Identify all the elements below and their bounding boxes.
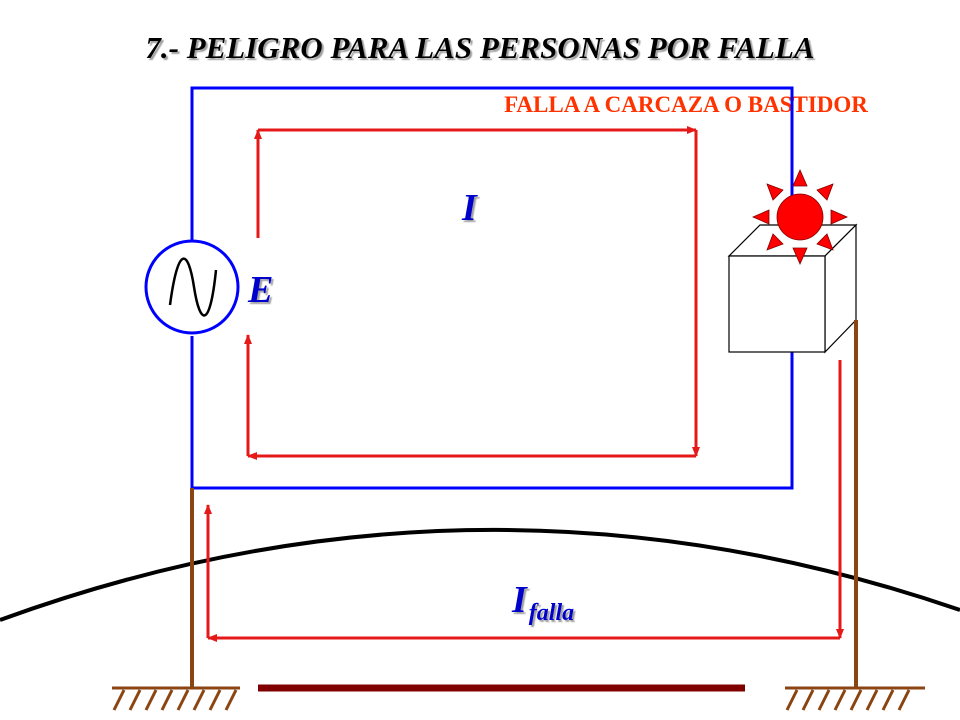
ground-symbol-icon [785, 686, 925, 711]
fault-spark-icon [752, 169, 848, 265]
current-arrows [244, 126, 700, 460]
ground-symbol-icon [112, 686, 240, 711]
ac-source-icon [144, 239, 240, 335]
current-label: I [461, 187, 478, 229]
ground-wires [190, 320, 858, 688]
fault-type-subtitle: FALLA A CARCAZA O BASTIDOR [504, 92, 868, 117]
earth-surface-curve [0, 528, 960, 622]
fault-current-arrows [204, 360, 844, 642]
circuit-loop [190, 86, 794, 490]
page-title: 7.- PELIGRO PARA LAS PERSONAS POR FALLA [145, 30, 814, 65]
equipment-enclosure-icon [727, 223, 858, 354]
fault-current-label: Ifalla [511, 579, 574, 626]
fault-current-main: I [511, 579, 528, 621]
fault-current-sub: falla [529, 600, 574, 626]
source-label: E [247, 269, 273, 311]
